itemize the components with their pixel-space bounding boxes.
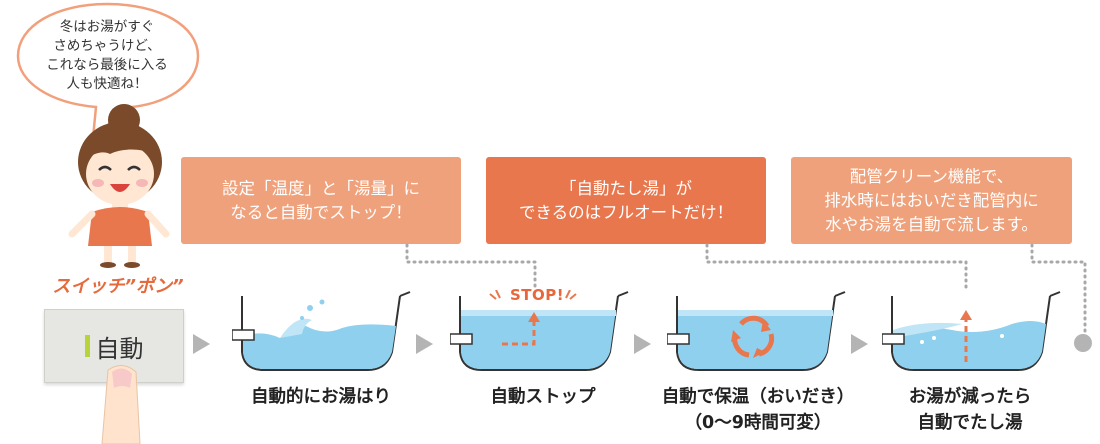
bathtub-stop (450, 290, 629, 371)
end-dot (1074, 334, 1092, 352)
speech-bubble-text: 冬はお湯がすぐ さめちゃうけど、 これなら最後に入る 人も快適ね！ (46, 19, 168, 92)
stop-label: STOP! (510, 286, 565, 304)
switch-label: スイッチ”ポン” (52, 276, 184, 297)
info-box-auto-refill: 「自動たし湯」が できるのはフルオートだけ！ (486, 157, 766, 244)
info-box-pipe-clean: 配管クリーン機能で、 排水時にはおいだき配管内に 水やお湯を自動で流します。 (791, 157, 1072, 244)
bathtub-keep-warm (667, 291, 846, 371)
indicator-led-icon (84, 335, 90, 357)
bathtub-refill (882, 291, 1061, 371)
step-caption-refill: お湯が減ったら 自動でたし湯 (908, 387, 1032, 433)
bathtub-filling (232, 291, 411, 371)
girl-illustration (68, 104, 170, 268)
step-caption-stop: 自動ストップ (490, 387, 596, 407)
step-caption-filling: 自動的にお湯はり (251, 387, 391, 407)
finger-icon (101, 365, 141, 444)
auto-button-label: 自動 (95, 334, 144, 363)
info-box-auto-stop: 設定「温度」と「湯量」に なると自動でストップ！ (181, 157, 461, 244)
step-caption-keep-warm: 自動で保温（おいだき） （0〜9時間可変） (661, 387, 855, 433)
